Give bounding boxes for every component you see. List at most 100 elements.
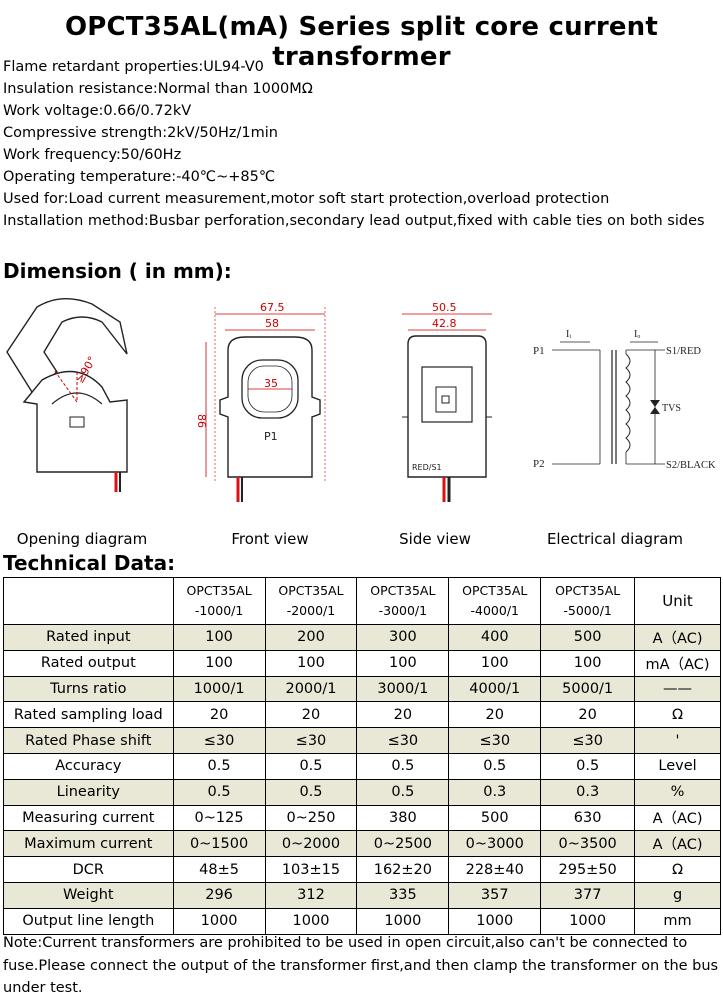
table-cell: 0.5 bbox=[540, 752, 636, 780]
row-label: Rated sampling load bbox=[3, 701, 174, 729]
table-cell: 0.5 bbox=[356, 778, 450, 806]
table-cell: 630 bbox=[540, 804, 636, 832]
table-cell: 357 bbox=[448, 881, 542, 909]
front-view-diagram: 67.5 58 86 35 P1 bbox=[195, 301, 326, 502]
technical-table: OPCT35AL-1000/1 OPCT35AL-2000/1 OPCT35AL… bbox=[3, 577, 721, 935]
spec-compressive: Compressive strength:2kV/50Hz/1min bbox=[3, 125, 278, 141]
elec-ii-label: Iᵢ bbox=[566, 329, 571, 340]
table-cell: 335 bbox=[356, 881, 450, 909]
table-cell: 48±5 bbox=[172, 856, 266, 883]
front-width-inner-label: 58 bbox=[265, 317, 279, 330]
row-label: Turns ratio bbox=[3, 675, 174, 703]
table-cell: ≤30 bbox=[172, 727, 266, 754]
model-header: OPCT35AL-5000/1 bbox=[540, 577, 636, 625]
spec-frequency: Work frequency:50/60Hz bbox=[3, 147, 182, 163]
table-cell: 0.5 bbox=[264, 752, 358, 780]
unit-cell: % bbox=[634, 778, 721, 806]
front-hole-label: 35 bbox=[264, 377, 278, 390]
table-cell: 100 bbox=[172, 624, 266, 651]
side-red-label: RED/S1 bbox=[412, 463, 442, 472]
table-cell: ≤30 bbox=[264, 727, 358, 754]
row-label: Linearity bbox=[3, 778, 174, 806]
row-label: Output line length bbox=[3, 907, 174, 935]
table-cell: 0.5 bbox=[172, 778, 266, 806]
note-text: Note:Current transformers are prohibited… bbox=[3, 935, 719, 996]
table-cell: 0.3 bbox=[540, 778, 636, 806]
spec-insulation: Insulation resistance:Normal than 1000MΩ bbox=[3, 81, 313, 97]
table-cell: 20 bbox=[264, 701, 358, 729]
table-cell: 162±20 bbox=[356, 856, 450, 883]
unit-cell: mm bbox=[634, 907, 721, 935]
model-header: OPCT35AL-3000/1 bbox=[356, 577, 450, 625]
table-cell: 295±50 bbox=[540, 856, 636, 883]
caption-side: Side view bbox=[399, 530, 471, 548]
model-header: OPCT35AL-4000/1 bbox=[448, 577, 542, 625]
table-cell: 1000 bbox=[264, 907, 358, 935]
spec-voltage: Work voltage:0.66/0.72kV bbox=[3, 103, 192, 119]
table-cell: 500 bbox=[540, 624, 636, 651]
electrical-diagram: P1 P2 Iᵢ Iₒ TVS S1/RED S2/BLACK bbox=[533, 329, 716, 471]
unit-cell: A（AC) bbox=[634, 830, 721, 858]
front-width-outer-label: 67.5 bbox=[260, 301, 285, 314]
row-label: DCR bbox=[3, 856, 174, 883]
unit-cell: Ω bbox=[634, 856, 721, 883]
table-row: Rated Phase shift≤30≤30≤30≤30≤30' bbox=[3, 727, 721, 754]
table-cell: 312 bbox=[264, 881, 358, 909]
table-cell: 300 bbox=[356, 624, 450, 651]
table-cell: 0~2500 bbox=[356, 830, 450, 858]
front-p1-label: P1 bbox=[264, 430, 278, 443]
table-cell: 100 bbox=[448, 649, 542, 677]
elec-s2-label: S2/BLACK bbox=[666, 460, 716, 471]
elec-p1-label: P1 bbox=[533, 345, 545, 357]
table-cell: 4000/1 bbox=[448, 675, 542, 703]
unit-cell: A（AC) bbox=[634, 804, 721, 832]
table-cell: 100 bbox=[356, 649, 450, 677]
caption-front: Front view bbox=[231, 530, 309, 548]
table-cell: 500 bbox=[448, 804, 542, 832]
side-view-diagram: 50.5 42.8 RED/S1 bbox=[402, 301, 492, 502]
table-cell: 380 bbox=[356, 804, 450, 832]
row-label: Accuracy bbox=[3, 752, 174, 780]
table-cell: ≤30 bbox=[540, 727, 636, 754]
spec-installation: Installation method:Busbar perforation,s… bbox=[3, 213, 705, 229]
table-cell: 200 bbox=[264, 624, 358, 651]
caption-opening: Opening diagram bbox=[16, 530, 148, 548]
table-cell: 0~1500 bbox=[172, 830, 266, 858]
elec-tvs-label: TVS bbox=[662, 403, 681, 414]
table-cell: 0~2000 bbox=[264, 830, 358, 858]
table-cell: 2000/1 bbox=[264, 675, 358, 703]
unit-cell: A（AC) bbox=[634, 624, 721, 651]
elec-p2-label: P2 bbox=[533, 458, 545, 470]
table-cell: 0.5 bbox=[264, 778, 358, 806]
side-width-outer-label: 50.5 bbox=[432, 301, 457, 314]
elec-io-label: Iₒ bbox=[634, 329, 640, 340]
dimension-heading: Dimension ( in mm): bbox=[3, 259, 232, 283]
table-cell: 100 bbox=[172, 649, 266, 677]
unit-cell: Level bbox=[634, 752, 721, 780]
front-height-label: 86 bbox=[195, 414, 208, 428]
spec-temperature: Operating temperature:-40℃~+85℃ bbox=[3, 169, 276, 185]
row-label: Rated output bbox=[3, 649, 174, 677]
unit-cell: —— bbox=[634, 675, 721, 703]
unit-cell: ' bbox=[634, 727, 721, 754]
row-label: Rated Phase shift bbox=[3, 727, 174, 754]
table-cell: 0.3 bbox=[448, 778, 542, 806]
table-cell: 20 bbox=[448, 701, 542, 729]
row-label: Measuring current bbox=[3, 804, 174, 832]
table-cell: 228±40 bbox=[448, 856, 542, 883]
model-header: OPCT35AL-2000/1 bbox=[264, 577, 358, 625]
dimension-diagrams: ≥90° 67.5 58 86 35 P1 50.5 42.8 RED/S1 bbox=[0, 292, 723, 548]
opening-diagram: ≥90° bbox=[6, 298, 128, 492]
table-cell: 3000/1 bbox=[356, 675, 450, 703]
spec-list: Flame retardant properties:UL94-V0 Insul… bbox=[3, 56, 719, 232]
table-cell: 296 bbox=[172, 881, 266, 909]
table-cell: 377 bbox=[540, 881, 636, 909]
